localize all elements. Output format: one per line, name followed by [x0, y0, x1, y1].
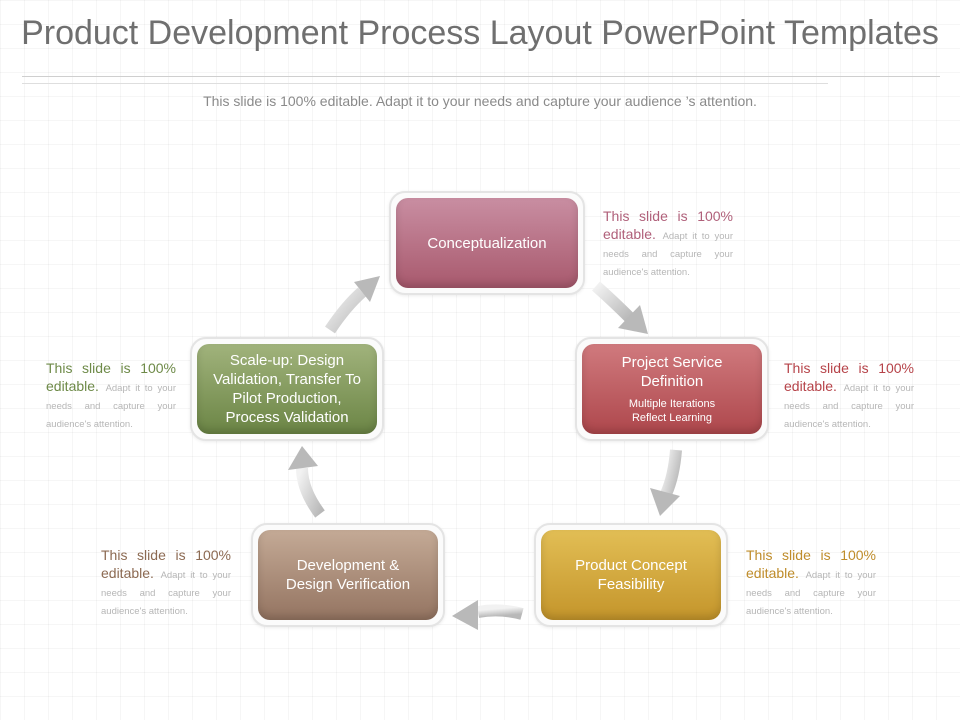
- note-conceptualization: This slide is 100% editable. Adapt it to…: [603, 207, 733, 280]
- arrow-project-to-feasibility: [650, 449, 682, 516]
- title-divider: [22, 76, 940, 77]
- step-label: Development & Design Verification: [285, 557, 411, 593]
- note-heading-editable: editable.: [784, 378, 837, 394]
- note-body: Adapt it to your needs and capture your …: [603, 231, 733, 278]
- arrow-feasibility-to-development: [452, 600, 524, 630]
- arrow-concept-to-project: [592, 281, 648, 334]
- step-product-concept-feasibility[interactable]: Product Concept Feasibility: [541, 530, 721, 620]
- step-project-service-definition[interactable]: Project Service Definition Multiple Iter…: [582, 344, 762, 434]
- step-scale-up[interactable]: Scale-up: Design Validation, Transfer To…: [197, 344, 377, 434]
- step-label: Conceptualization: [427, 234, 547, 252]
- note-heading: This slide is 100%: [784, 360, 914, 376]
- note-scale-up: This slide is 100% editable. Adapt it to…: [46, 359, 176, 432]
- step-label: Scale-up: Design Validation, Transfer To…: [213, 352, 361, 426]
- step-sublabel: Multiple Iterations Reflect Learning: [628, 398, 716, 424]
- note-heading-editable: editable.: [746, 565, 799, 581]
- note-heading-editable: editable.: [46, 378, 99, 394]
- title-divider-secondary: [22, 83, 828, 84]
- note-heading: This slide is 100%: [46, 360, 176, 376]
- note-development: This slide is 100% editable. Adapt it to…: [101, 546, 231, 619]
- note-project-service: This slide is 100% editable. Adapt it to…: [784, 359, 914, 432]
- step-development-design-verification[interactable]: Development & Design Verification: [258, 530, 438, 620]
- step-label: Product Concept Feasibility: [575, 557, 687, 593]
- note-body: Adapt it to your needs and capture your …: [746, 570, 876, 617]
- note-heading: This slide is 100%: [746, 547, 876, 563]
- note-feasibility: This slide is 100% editable. Adapt it to…: [746, 546, 876, 619]
- slide-subtitle: This slide is 100% editable. Adapt it to…: [203, 93, 757, 109]
- note-heading: This slide is 100%: [101, 547, 231, 563]
- note-body: Adapt it to your needs and capture your …: [101, 570, 231, 617]
- arrow-scale-to-concept: [325, 276, 380, 334]
- note-body: Adapt it to your needs and capture your …: [784, 383, 914, 430]
- arrow-development-to-scale: [288, 446, 325, 518]
- slide-title: Product Development Process Layout Power…: [21, 14, 939, 52]
- note-heading-editable: editable.: [603, 226, 656, 242]
- step-conceptualization[interactable]: Conceptualization: [396, 198, 578, 288]
- note-heading-editable: editable.: [101, 565, 154, 581]
- step-label: Project Service Definition: [621, 354, 723, 390]
- note-heading: This slide is 100%: [603, 208, 733, 224]
- note-body: Adapt it to your needs and capture your …: [46, 383, 176, 430]
